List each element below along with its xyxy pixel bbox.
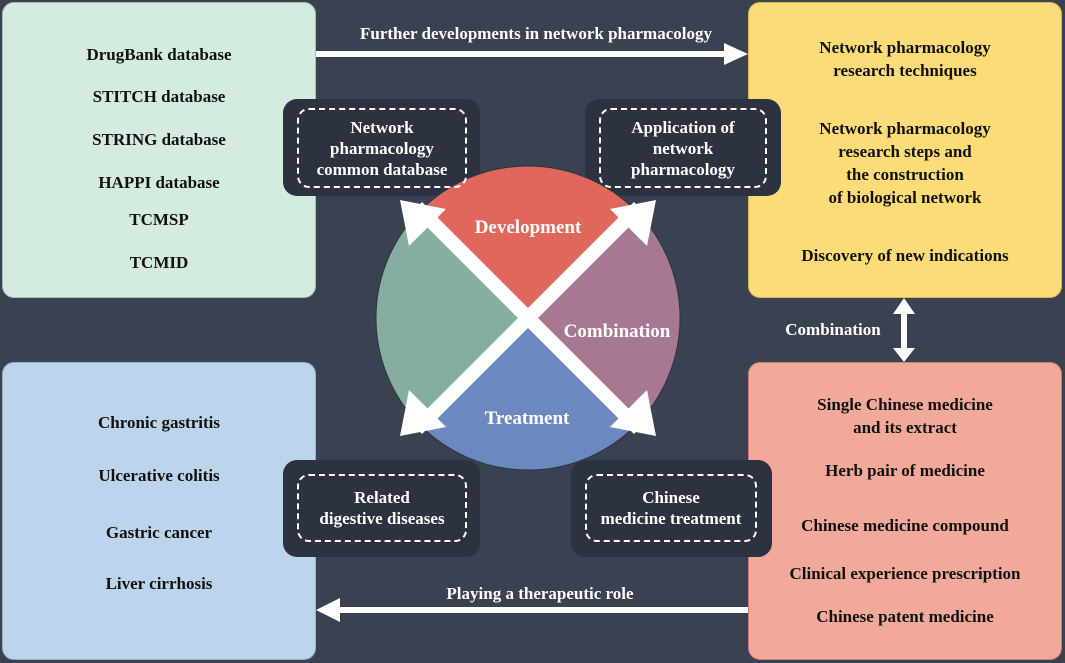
- quadrant-bottom: [419, 317, 637, 471]
- treatment-item: Single Chinese medicine and its extract: [817, 395, 993, 437]
- application-list: Network pharmacology research techniques…: [749, 3, 1061, 299]
- quadrant-top: [419, 165, 637, 319]
- arrowhead-top-left: [400, 200, 446, 246]
- treatment-item: Chinese patent medicine: [816, 607, 994, 626]
- tab-database: [283, 99, 480, 196]
- diseases-list: Chronic gastritis Ulcerative colitis Gas…: [3, 363, 315, 661]
- dashed-label-treatment-text: Chinese medicine treatment: [600, 488, 742, 528]
- database-item: TCMID: [129, 253, 189, 272]
- disease-item: Ulcerative colitis: [98, 466, 220, 485]
- database-item: STRING database: [92, 130, 226, 149]
- treatment-item: Clinical experience prescription: [789, 564, 1021, 583]
- database-box: DrugBank database STITCH database STRING…: [2, 2, 316, 298]
- quadrant-right: [527, 209, 681, 427]
- database-item: TCMSP: [129, 210, 189, 229]
- quadrant-left: [375, 209, 529, 427]
- cross-bar-b: [412, 202, 644, 434]
- arrow-label-top: Further developments in network pharmaco…: [360, 24, 712, 43]
- arrowhead-bottom-left: [400, 390, 446, 436]
- database-list: DrugBank database STITCH database STRING…: [3, 3, 315, 299]
- tab-application: [585, 99, 781, 196]
- disease-item: Chronic gastritis: [98, 413, 220, 432]
- treatment-box: Single Chinese medicine and its extract …: [748, 362, 1062, 660]
- dashed-label-database-text: Network pharmacology common database: [316, 117, 448, 179]
- arrowhead-bottom-right: [610, 390, 656, 436]
- database-item: DrugBank database: [86, 45, 232, 64]
- arrow-double-vertical: [893, 298, 915, 362]
- disease-item: Gastric cancer: [105, 523, 213, 542]
- application-item: Network pharmacology research techniques: [819, 38, 991, 80]
- application-item: Discovery of new indications: [801, 246, 1009, 265]
- treatment-item: Herb pair of medicine: [825, 461, 985, 480]
- arrow-label-bottom: Playing a therapeutic role: [446, 584, 634, 603]
- cross-arrows: [400, 200, 656, 436]
- dashed-label-diseases-text: Related digestive diseases: [319, 488, 445, 528]
- quadrant-label-treatment: Treatment: [485, 408, 570, 429]
- arrow-label-combination: Combination: [785, 320, 881, 339]
- diseases-box: Chronic gastritis Ulcerative colitis Gas…: [2, 362, 316, 660]
- application-item: Network pharmacology research steps and …: [819, 119, 991, 207]
- application-box: Network pharmacology research techniques…: [748, 2, 1062, 298]
- treatment-item: Chinese medicine compound: [801, 516, 1009, 535]
- arrow-left-bottom: [316, 598, 748, 622]
- dashed-label-diseases: Related digestive diseases: [297, 474, 467, 542]
- database-item: HAPPI database: [98, 173, 220, 192]
- quadrant-label-combination: Combination: [564, 321, 671, 342]
- dashed-label-application-text: Application of network pharmacology: [631, 117, 735, 179]
- dashed-label-application: Application of network pharmacology: [599, 108, 767, 188]
- arrow-right-top: [316, 43, 748, 65]
- treatment-list: Single Chinese medicine and its extract …: [749, 363, 1061, 661]
- disease-item: Liver cirrhosis: [105, 574, 213, 593]
- quadrant-label-development: Development: [475, 217, 582, 238]
- database-item: STITCH database: [92, 87, 226, 106]
- dashed-label-treatment: Chinese medicine treatment: [585, 474, 757, 542]
- circle-quadrants: [375, 165, 681, 471]
- dashed-label-database: Network pharmacology common database: [297, 108, 467, 188]
- arrowhead-top-right: [610, 200, 656, 246]
